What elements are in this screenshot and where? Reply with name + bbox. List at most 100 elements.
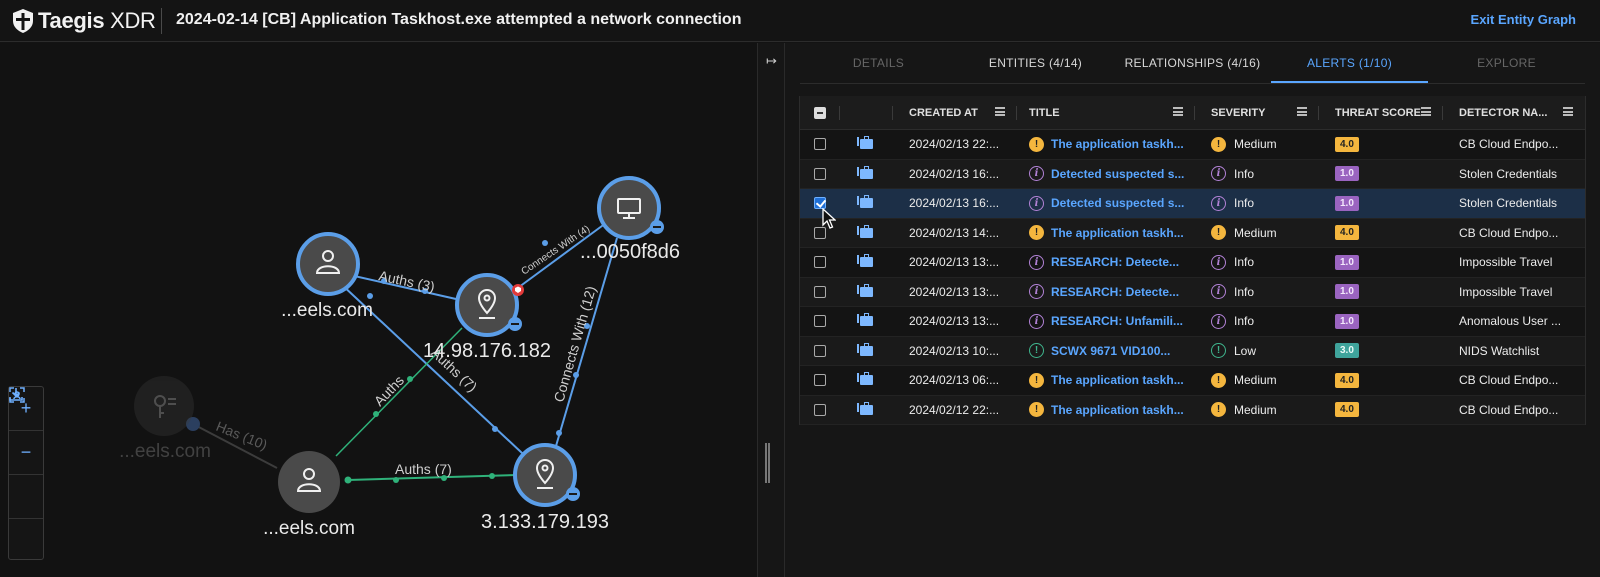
tab-explore[interactable]: EXPLORE: [1477, 56, 1536, 70]
table-row[interactable]: 2024/02/13 16:... i Detected suspected s..…: [800, 189, 1585, 219]
tab-alerts[interactable]: ALERTS (1/10): [1271, 43, 1428, 83]
table-row[interactable]: 2024/02/12 22:...!The application taskh.…: [800, 395, 1585, 425]
row-checkbox[interactable]: [814, 226, 826, 239]
column-header-title[interactable]: TITLE: [1017, 96, 1195, 129]
taegis-logo[interactable]: Taegis XDR: [13, 8, 156, 34]
select-all-checkbox[interactable]: [814, 106, 826, 119]
row-checkbox[interactable]: [814, 403, 826, 416]
edge-user2-ip2[interactable]: [347, 474, 518, 481]
node-host-1[interactable]: ...0050f8d6: [580, 176, 680, 263]
created-at-cell: 2024/02/13 16:...: [909, 166, 1000, 181]
add-to-case-icon[interactable]: [857, 313, 873, 327]
zoom-in-button[interactable]: +: [9, 387, 43, 431]
detector-name-cell: CB Cloud Endpo...: [1459, 373, 1559, 388]
exit-entity-graph-link[interactable]: Exit Entity Graph: [1470, 12, 1576, 27]
column-header-detector-name[interactable]: DETECTOR NA...: [1443, 96, 1585, 129]
column-menu-icon[interactable]: [995, 107, 1005, 116]
alert-title-link[interactable]: The application taskh...: [1051, 225, 1184, 240]
alert-title-link[interactable]: RESEARCH: Unfamili...: [1051, 314, 1184, 329]
detector-name-cell: CB Cloud Endpo...: [1459, 402, 1559, 417]
node-user-2[interactable]: ...eels.com: [263, 451, 355, 539]
title-cell: !The application taskh...: [1017, 219, 1195, 248]
severity-icon: !: [1211, 343, 1226, 359]
page-title: 2024-02-14 [CB] Application Taskhost.exe…: [176, 11, 742, 28]
row-select-cell: [800, 366, 840, 395]
resize-handle[interactable]: [765, 443, 770, 483]
edge-label: Has (10): [214, 418, 270, 453]
created-at-cell: 2024/02/13 13:...: [909, 284, 1000, 299]
download-button[interactable]: [9, 388, 43, 562]
node-ip-1[interactable]: 14.98.176.182: [423, 273, 551, 362]
severity-cell: !Medium: [1195, 366, 1319, 395]
alert-title-link[interactable]: The application taskh...: [1051, 137, 1184, 152]
tab-details[interactable]: DETAILS: [852, 56, 905, 70]
table-row[interactable]: 2024/02/13 22:...!The application taskh.…: [800, 130, 1585, 160]
edge-user1-ip2[interactable]: [339, 282, 523, 454]
severity-icon: i: [1211, 195, 1226, 211]
add-to-case-icon[interactable]: [857, 283, 873, 297]
node-ip-2[interactable]: 3.133.179.193: [481, 443, 609, 533]
column-header-created-at[interactable]: CREATED AT: [893, 96, 1017, 129]
row-checkbox[interactable]: [814, 197, 826, 210]
table-row[interactable]: 2024/02/13 06:...!The application taskh.…: [800, 366, 1585, 396]
node-user-1[interactable]: ...eels.com: [281, 232, 373, 321]
edge-user1-ip1[interactable]: [340, 272, 457, 300]
add-to-case-icon[interactable]: [857, 254, 873, 268]
row-checkbox[interactable]: [814, 374, 826, 387]
row-checkbox[interactable]: [814, 167, 826, 180]
row-checkbox[interactable]: [814, 344, 826, 357]
alert-title-link[interactable]: RESEARCH: Detecte...: [1051, 284, 1180, 299]
add-to-case-icon[interactable]: [857, 195, 873, 209]
row-checkbox[interactable]: [814, 138, 826, 151]
zoom-out-button[interactable]: −: [9, 431, 43, 475]
case-cell: [840, 307, 893, 336]
column-header-threat-score[interactable]: THREAT SCORE: [1319, 96, 1443, 129]
edge-key1-user2[interactable]: [192, 423, 278, 469]
edge-host1-ip2[interactable]: [555, 237, 618, 447]
row-checkbox[interactable]: [814, 285, 826, 298]
column-menu-icon[interactable]: [1563, 107, 1573, 116]
row-checkbox[interactable]: [814, 315, 826, 328]
details-panel: DETAILS ENTITIES (4/14) RELATIONSHIPS (4…: [785, 43, 1600, 577]
table-row[interactable]: 2024/02/13 10:...!SCWX 9671 VID100...!Lo…: [800, 336, 1585, 366]
collapse-panel-icon[interactable]: ↦: [766, 53, 777, 68]
add-to-case-icon[interactable]: [857, 224, 873, 238]
edge-ip1-user2[interactable]: [335, 327, 463, 457]
add-to-case-icon[interactable]: [857, 165, 873, 179]
fit-to-screen-button[interactable]: [9, 387, 43, 519]
tab-entities[interactable]: ENTITIES (4/14): [988, 56, 1083, 70]
alert-title-link[interactable]: The application taskh...: [1051, 402, 1184, 417]
add-to-case-icon[interactable]: [857, 136, 873, 150]
alert-title-link[interactable]: RESEARCH: Detecte...: [1051, 255, 1180, 270]
row-checkbox[interactable]: [814, 256, 826, 269]
edge-ip1-host1[interactable]: [514, 222, 607, 291]
add-to-case-icon[interactable]: [857, 401, 873, 415]
column-menu-icon[interactable]: [1173, 107, 1183, 116]
column-menu-icon[interactable]: [1297, 107, 1307, 116]
alert-title-link[interactable]: The application taskh...: [1051, 373, 1184, 388]
alert-title-link[interactable]: Detected suspected s...: [1051, 166, 1185, 181]
alert-title-link[interactable]: Detected suspected s...: [1051, 196, 1185, 211]
tab-relationships[interactable]: RELATIONSHIPS (4/16): [1124, 56, 1261, 70]
column-menu-icon[interactable]: [1421, 107, 1431, 116]
entity-graph-canvas[interactable]: Auths (3) Connects With (4) Connects Wit…: [0, 43, 757, 577]
node-key-1[interactable]: ...eels.com: [119, 376, 211, 462]
case-cell: [840, 248, 893, 277]
threat-score-cell: 3.0: [1319, 337, 1443, 366]
add-to-case-icon[interactable]: [857, 372, 873, 386]
table-row[interactable]: 2024/02/13 14:...!The application taskh.…: [800, 218, 1585, 248]
column-header-severity[interactable]: SEVERITY: [1195, 96, 1319, 129]
case-cell: [840, 396, 893, 425]
alert-title-link[interactable]: SCWX 9671 VID100...: [1051, 343, 1171, 358]
entity-graph[interactable]: Auths (3) Connects With (4) Connects Wit…: [0, 43, 757, 577]
add-to-case-icon[interactable]: [857, 342, 873, 356]
severity-label: Low: [1234, 343, 1257, 358]
created-at-cell: 2024/02/13 16:...: [909, 196, 1000, 211]
panel-tabs: DETAILS ENTITIES (4/14) RELATIONSHIPS (4…: [800, 43, 1585, 84]
